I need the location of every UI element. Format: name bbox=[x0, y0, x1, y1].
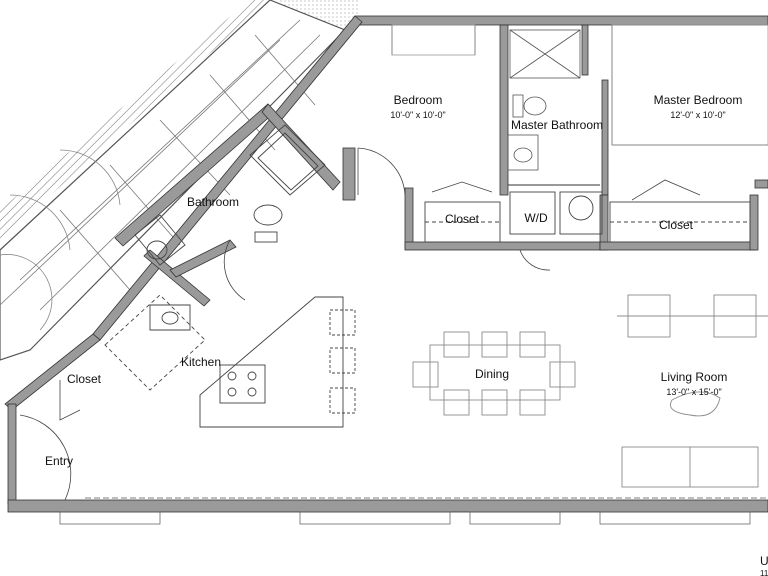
master-bedroom-dims: 12'-0" x 10'-0" bbox=[670, 110, 725, 120]
master-bedroom-label: Master Bedroom bbox=[654, 93, 743, 107]
bathroom-fixtures bbox=[134, 124, 326, 266]
master-bathroom-label: Master Bathroom bbox=[511, 118, 603, 132]
closet-entry-label: Closet bbox=[67, 372, 102, 386]
living-room-label: Living Room bbox=[661, 370, 728, 384]
closet-bedroom-label: Closet bbox=[445, 212, 480, 226]
sheet-sublabel: 11 bbox=[760, 569, 768, 576]
exterior-hatch-band bbox=[0, 0, 270, 240]
dining-set bbox=[412, 331, 576, 416]
bathroom-label: Bathroom bbox=[187, 195, 239, 209]
doors bbox=[19, 147, 701, 501]
living-room-furniture bbox=[617, 294, 768, 488]
washer-dryer bbox=[509, 191, 603, 235]
closets bbox=[424, 201, 751, 243]
bedroom-bed bbox=[391, 24, 476, 56]
patio bbox=[0, 0, 347, 361]
bedroom-label: Bedroom bbox=[394, 93, 443, 107]
bottom-details bbox=[59, 497, 768, 525]
kitchen-label: Kitchen bbox=[181, 355, 221, 369]
closet-master-label: Closet bbox=[659, 218, 694, 232]
bedroom-dims: 10'-0" x 10'-0" bbox=[390, 110, 445, 120]
wd-label: W/D bbox=[524, 211, 548, 225]
living-room-dims: 13'-0" x 15'-0" bbox=[666, 387, 721, 397]
entry-label: Entry bbox=[45, 454, 73, 468]
dining-label: Dining bbox=[475, 367, 509, 381]
master-bath-fixtures bbox=[507, 29, 581, 171]
walls bbox=[4, 15, 768, 513]
master-bed bbox=[611, 24, 768, 146]
kitchen-counters bbox=[104, 294, 356, 428]
sheet-label: U bbox=[760, 554, 768, 568]
